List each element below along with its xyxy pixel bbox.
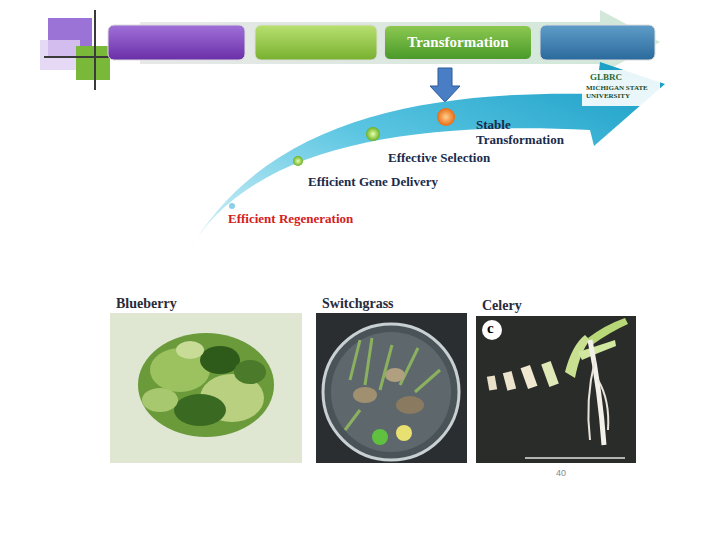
photo-panel: Celeryc <box>476 298 636 463</box>
deco-line <box>94 10 96 90</box>
stage-dot <box>293 156 303 166</box>
photo-heading: Switchgrass <box>322 296 474 312</box>
stage-label: Stable Transformation <box>476 118 588 148</box>
curved-arrow <box>185 62 665 258</box>
logo-text: MICHIGAN STATE UNIVERSITY <box>586 84 658 100</box>
box-label: Transformation <box>407 34 508 51</box>
stage-label: Efficient Regeneration <box>228 212 353 227</box>
panel-letter: c <box>487 320 494 337</box>
deco-square <box>76 46 110 80</box>
down-arrow <box>430 68 460 102</box>
stage-box: Transformation <box>384 25 532 60</box>
photo-panel: Blueberry <box>110 296 303 463</box>
stage-dot <box>437 108 455 126</box>
stage-box <box>108 25 245 60</box>
blueberry-photo <box>110 313 302 463</box>
photo-heading: Celery <box>482 298 642 314</box>
stage-label: Effective Selection <box>388 151 490 166</box>
deco-square <box>40 40 80 70</box>
stage-dot <box>366 127 380 141</box>
stage-box <box>255 25 377 60</box>
stage-label: Efficient Gene Delivery <box>308 175 438 190</box>
logo-text: GLBRC <box>590 72 622 82</box>
photo-panel: Switchgrass <box>316 296 468 463</box>
photo-heading: Blueberry <box>116 296 309 312</box>
stage-dot <box>229 203 235 209</box>
switchgrass-photo <box>316 313 467 463</box>
stage-box <box>540 25 655 60</box>
celery-photo <box>476 316 636 463</box>
deco-line <box>44 56 112 58</box>
logo-patch <box>582 70 660 106</box>
page-number: 40 <box>556 468 566 478</box>
